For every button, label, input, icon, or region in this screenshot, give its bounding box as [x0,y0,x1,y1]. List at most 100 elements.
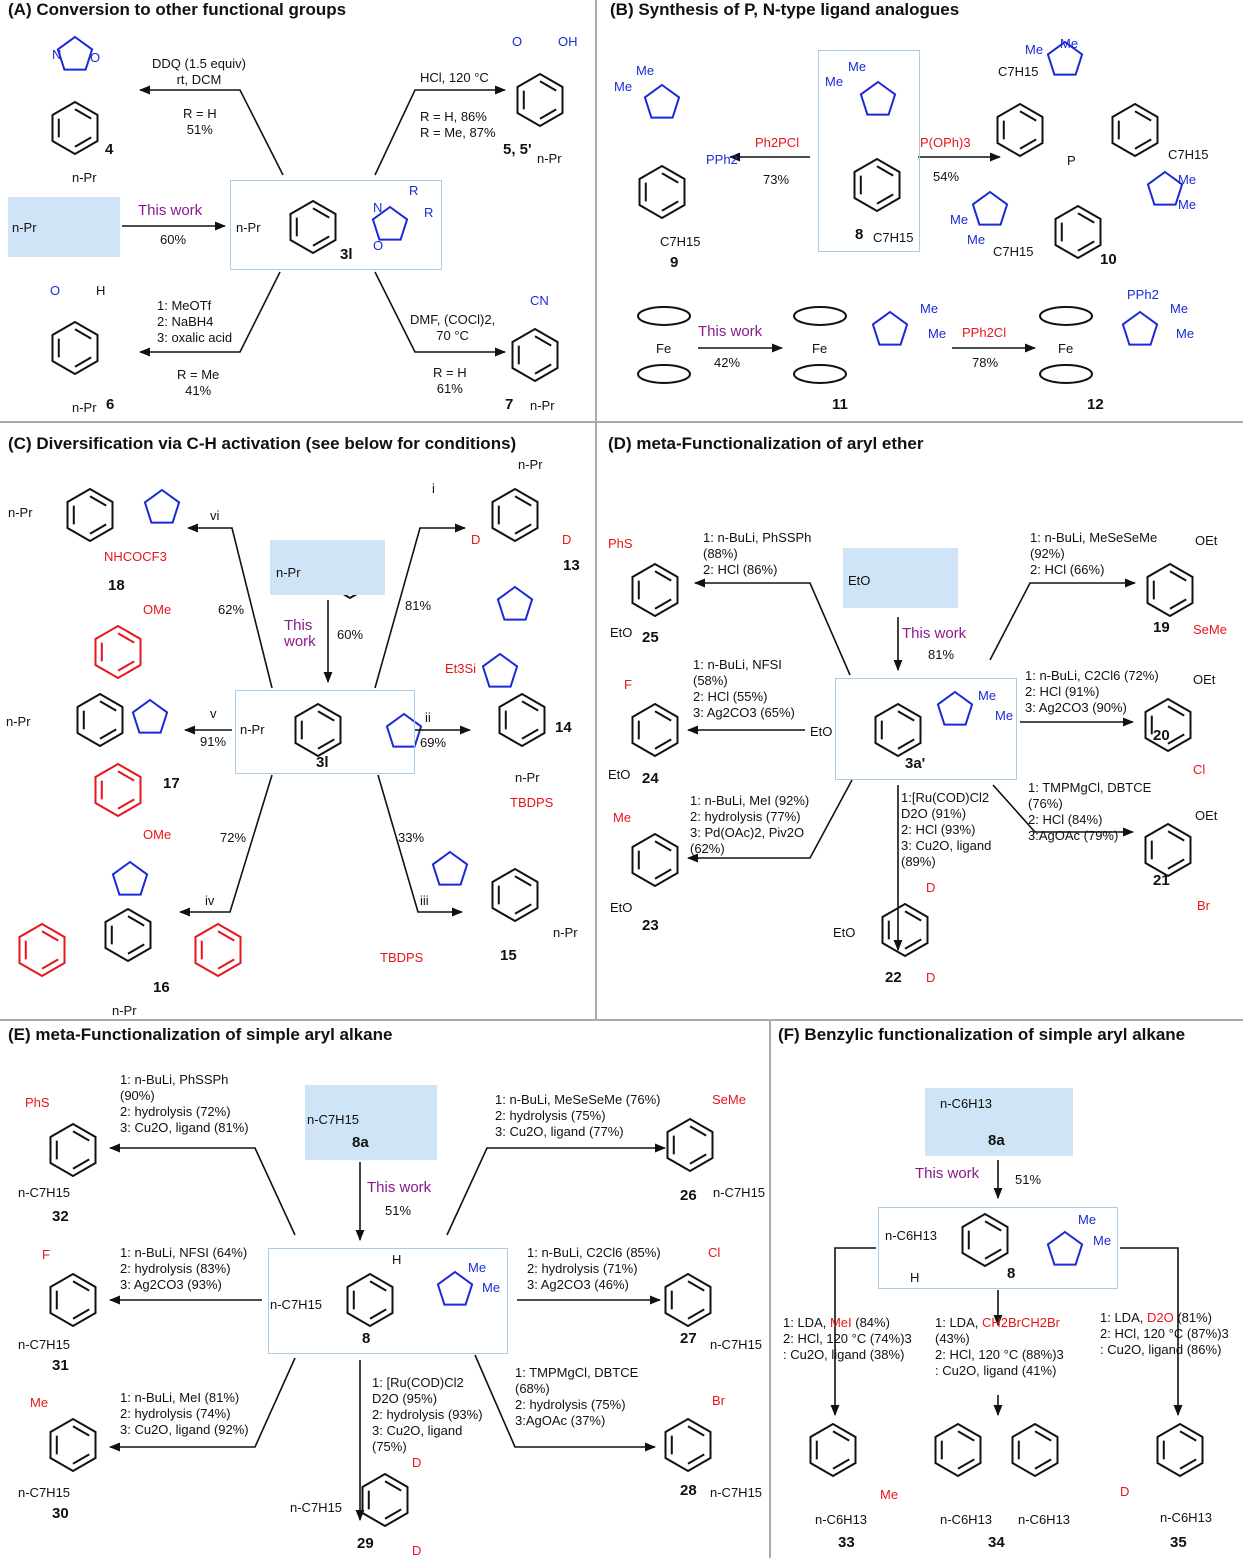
substituent-c7h15: C7H15 [660,234,701,249]
yield-7: R = H 61% [433,365,467,396]
benzene-ring [361,1472,409,1528]
benzene-ring [66,487,114,543]
benzene-ring [51,100,99,156]
condition-29: 1: [Ru(COD)Cl2 D2O (95%) 2: hydrolysis (… [372,1375,483,1454]
substituent-c6h13: n-C6H13 [885,1228,938,1243]
condition-iii: iii [420,893,429,908]
atom-p: P [1067,153,1076,168]
oxazoline-ring [1146,170,1184,206]
double-bond [117,770,135,782]
double-bond [654,840,672,852]
benzene-ring [1054,204,1102,260]
substituent-npr: n-Pr [112,1003,137,1018]
compound-label-3a: 3a' [905,755,926,772]
substituent-c7h15: C7H15 [1168,147,1209,162]
atom-f: F [42,1247,50,1262]
double-bond [1169,598,1187,610]
methyl: Me [613,810,632,825]
compound-label-32: 32 [52,1208,69,1225]
double-bond [384,1480,402,1492]
reaction-arrow [693,578,851,676]
compound-label-12: 12 [1087,396,1104,413]
double-bond [1019,110,1037,122]
condition-26: 1: n-BuLi, MeSeSeMe (76%) 2: hydrolysis … [495,1092,661,1139]
benzene-ring [498,692,546,748]
substituent-c7h15: n-C7H15 [18,1185,71,1200]
double-bond [312,235,330,247]
compound-label-34: 34 [988,1534,1005,1551]
double-bond [904,938,922,950]
yield-5: R = H, 86% R = Me, 87% [420,109,496,140]
compound-label-30: 30 [52,1505,69,1522]
cyclopentadienyl-ring [793,364,847,384]
reaction-arrow [178,774,273,917]
oxazoline-ring [436,1270,474,1306]
yield-9: 73% [763,172,790,187]
compound-label-8: 8 [1007,1265,1016,1282]
double-bond [534,335,552,347]
double-bond [984,1220,1002,1232]
methyl: Me [1060,36,1079,51]
methyl: Me [848,59,867,74]
methyl: Me [1093,1233,1112,1248]
reaction-arrow [186,523,273,689]
compound-label-8a: 8a [352,1134,369,1151]
panel-a-title: (A) Conversion to other functional group… [8,0,347,19]
benzene-ring [491,867,539,923]
condition-25: 1: n-BuLi, PhSSPh (88%) 2: HCl (86%) [703,530,812,577]
benzene-ring [996,102,1044,158]
deuterium: D [926,970,936,985]
condition-text: (81%) 2: HCl, 120 °C (87%)3 : Cu2O, liga… [1100,1310,1229,1357]
reaction-arrow [138,271,281,357]
benzene-ring [809,1422,857,1478]
substituent-npr: n-Pr [276,565,301,580]
benzene-ring [631,562,679,618]
double-bond [72,1308,90,1320]
cyclopentadienyl-ring [637,364,691,384]
benzene-ring [76,692,124,748]
substituent-npr: n-Pr [72,400,97,415]
methyl: Me [978,688,997,703]
oxazoline-ring [1046,40,1084,76]
compound-label-29: 29 [357,1535,374,1552]
starting-material-box-a [8,197,120,257]
substituent-c7h15: n-C7H15 [710,1337,763,1352]
double-bond [876,165,894,177]
atom-h: H [96,283,106,298]
double-bond [1167,858,1185,870]
double-bond [904,910,922,922]
benzene-ring [294,702,342,758]
oxazoline-ring [143,488,181,524]
methyl: Me [825,74,844,89]
double-bond [1019,138,1037,150]
compound-label-3l: 3l [340,246,353,263]
double-bond [1169,570,1187,582]
oxazoline-ring [385,712,423,748]
double-bond [1167,830,1185,842]
group-oet: OEt [1195,533,1218,548]
atom-n: N [373,200,383,215]
atom-oh: OH [558,34,578,49]
starting-material-box-d [843,548,958,608]
atom-br: Br [1197,898,1210,913]
oxazoline-ring [871,310,909,346]
double-bond [687,1308,705,1320]
iron-atom: Fe [1058,341,1074,356]
compound-label-7: 7 [505,396,514,413]
double-bond [654,710,672,722]
yield-4: R = H 51% [183,106,217,137]
compound-label-21: 21 [1153,872,1170,889]
atom-o: O [512,34,523,49]
condition-iv: iv [205,893,215,908]
this-work-label: This work [915,1165,980,1182]
benzene-ring [853,157,901,213]
double-bond [687,1280,705,1292]
double-bond [72,1280,90,1292]
compound-label-31: 31 [52,1357,69,1374]
panel-d-title: (D) meta-Functionalization of aryl ether [608,434,924,453]
substituent-npr: n-Pr [553,925,578,940]
reaction-arrow [374,523,467,689]
double-bond [1167,733,1185,745]
methyl: Me [482,1280,501,1295]
double-bond [984,1248,1002,1260]
